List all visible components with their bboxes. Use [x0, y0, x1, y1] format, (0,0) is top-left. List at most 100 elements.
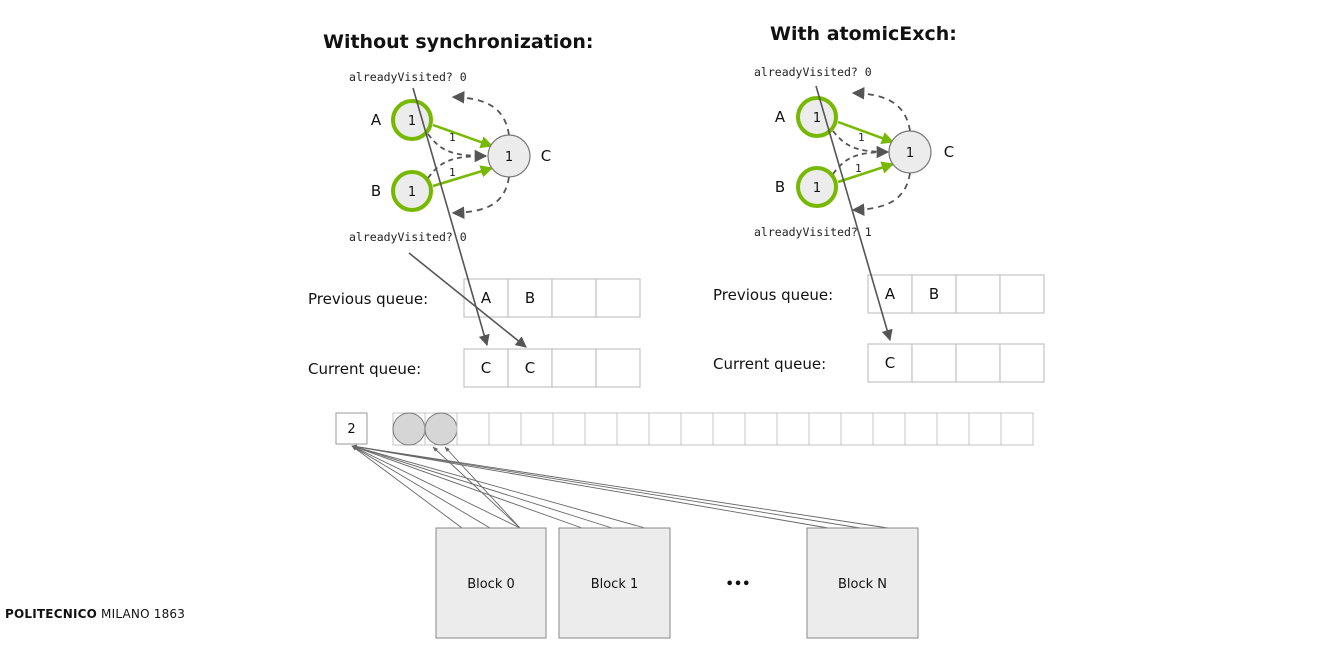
block-to-counter-line	[351, 444, 829, 529]
blocks-section: Block 0 Block 1 ••• Block N	[435, 527, 919, 639]
left-visited-top: alreadyVisited? 0	[349, 70, 467, 84]
right-current-queue: C	[867, 343, 1045, 383]
blocks-ellipsis: •••	[726, 577, 751, 592]
left-title: Without synchronization:	[323, 31, 593, 53]
right-arrow-thread	[815, 85, 893, 342]
left-node-c-value: 1	[505, 150, 513, 165]
left-node-c: 1 C	[487, 134, 551, 178]
right-node-c: 1 C	[888, 130, 954, 174]
right-previous-queue-cell	[999, 274, 1045, 314]
left-previous-queue-cell: A	[463, 278, 509, 318]
global-queue-cell	[968, 412, 1002, 446]
block-0: Block 0	[435, 527, 547, 639]
left-current-queue-cell-value: C	[525, 359, 535, 377]
right-edge-a-c	[837, 120, 895, 145]
global-queue-cell	[488, 412, 522, 446]
global-queue-cell	[936, 412, 970, 446]
global-queue-cell	[456, 412, 490, 446]
block-to-counter-line	[351, 445, 463, 529]
right-previous-queue-cell-value: A	[885, 285, 896, 303]
left-node-c-label: C	[541, 147, 551, 165]
footer-rest: MILANO 1863	[97, 607, 186, 621]
left-previous-queue-cell	[551, 278, 597, 318]
queue-counter-box	[335, 412, 368, 445]
footer-bold: POLITECNICO	[5, 607, 98, 621]
left-dashed-arc-top	[451, 91, 510, 136]
block-to-counter-line	[351, 444, 889, 529]
right-current-queue-cell	[911, 343, 957, 383]
global-queue-cell	[392, 412, 426, 446]
right-node-b: 1 B	[775, 166, 838, 208]
block-to-counter-line	[351, 444, 861, 529]
left-previous-queue-label: Previous queue:	[308, 290, 428, 308]
right-current-queue-cell	[955, 343, 1001, 383]
global-queue-cell	[424, 412, 458, 446]
global-queue-section: 2	[335, 412, 1034, 529]
block-1-label: Block 1	[591, 577, 639, 592]
right-node-a: 1 A	[775, 96, 838, 138]
global-queue-cell	[744, 412, 778, 446]
block-to-counter-line	[351, 445, 491, 529]
right-node-a-label: A	[775, 108, 786, 126]
right-node-b-label: B	[775, 178, 785, 196]
right-node-c-label: C	[944, 143, 954, 161]
right-dashed-arc-bottom	[851, 172, 911, 216]
left-arrow-thread-a	[412, 87, 490, 347]
left-node-a-label: A	[371, 111, 382, 129]
global-queue-cell	[680, 412, 714, 446]
left-edge-label-1: 1	[449, 131, 456, 144]
left-visited-bottom: alreadyVisited? 0	[349, 230, 467, 244]
right-current-queue-label: Current queue:	[713, 355, 826, 373]
block-n-label: Block N	[838, 577, 887, 592]
left-dashed-a-to-c	[427, 133, 488, 163]
right-previous-queue-cell: B	[911, 274, 957, 314]
left-previous-queue-cell: B	[507, 278, 553, 318]
left-dashed-arc-bottom	[451, 176, 510, 219]
right-current-queue-cell	[999, 343, 1045, 383]
left-previous-queue-cell-value: A	[481, 289, 492, 307]
right-previous-queue-cell-value: B	[929, 285, 939, 303]
global-queue-cell	[520, 412, 554, 446]
left-node-a: 1 A	[371, 99, 433, 141]
global-queue-cell	[552, 412, 586, 446]
right-node-a-value: 1	[813, 111, 821, 126]
global-queue-item-marker	[392, 412, 426, 446]
block-to-counter-line	[351, 445, 646, 529]
left-previous-queue-cell	[595, 278, 641, 318]
right-previous-queue-cell	[955, 274, 1001, 314]
right-title: With atomicExch:	[770, 23, 957, 45]
right-visited-bottom: alreadyVisited? 1	[754, 225, 872, 239]
right-edge-b-c	[837, 161, 895, 184]
global-queue-cells	[392, 412, 1034, 446]
right-dashed-arc-top	[851, 87, 911, 132]
right-current-queue-cell: C	[867, 343, 913, 383]
block-0-label: Block 0	[467, 577, 515, 592]
left-arrow-thread-b	[408, 252, 527, 348]
left-dashed-b-to-c	[427, 155, 487, 179]
left-current-queue-cell-value: C	[481, 359, 491, 377]
global-queue-cell	[648, 412, 682, 446]
left-previous-queue-cell-value: B	[525, 289, 535, 307]
block-to-counter-line	[351, 445, 521, 529]
global-queue-cell	[1000, 412, 1034, 446]
block-n: Block N	[806, 527, 919, 639]
left-current-queue-cell	[551, 348, 597, 388]
right-node-b-value: 1	[813, 181, 821, 196]
left-node-b-label: B	[371, 182, 381, 200]
right-previous-queue-label: Previous queue:	[713, 286, 833, 304]
block-to-counter-lines	[351, 444, 889, 529]
left-node-b: 1 B	[371, 170, 433, 212]
global-queue-cell	[584, 412, 618, 446]
global-queue-cell	[808, 412, 842, 446]
footer-logo-text: POLITECNICO MILANO 1863	[5, 607, 185, 621]
queue-counter-value: 2	[347, 422, 355, 437]
global-queue-cell	[872, 412, 906, 446]
right-edge-label-1: 1	[858, 131, 865, 144]
block-1: Block 1	[558, 527, 671, 639]
left-node-a-value: 1	[408, 114, 416, 129]
left-edge-label-2: 1	[449, 166, 456, 179]
